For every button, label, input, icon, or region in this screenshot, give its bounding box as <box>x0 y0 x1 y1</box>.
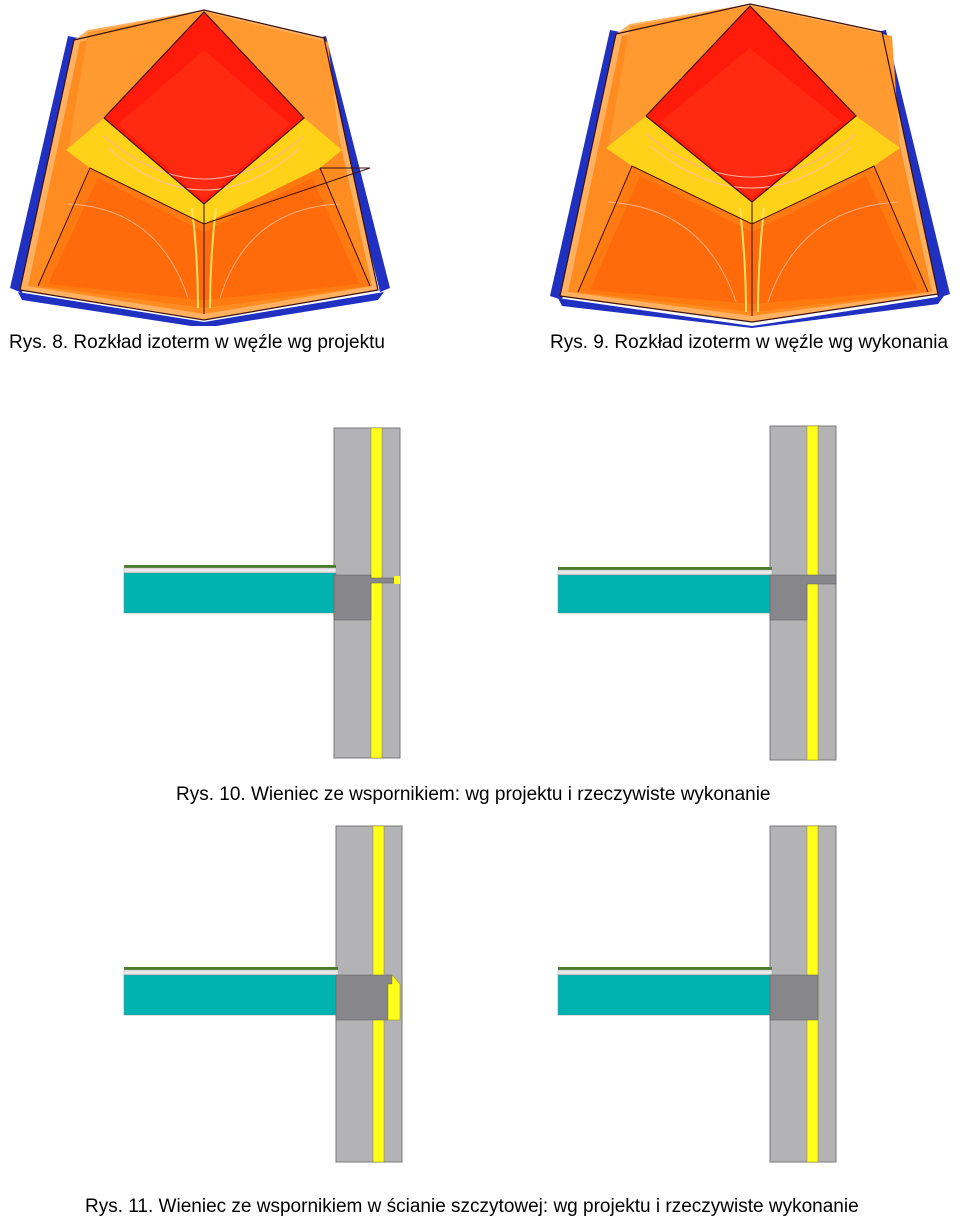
isotherm-corner-model <box>10 9 390 326</box>
ring-beam-bracket <box>769 574 837 621</box>
slab-finish-layer <box>124 565 336 568</box>
floor-slab <box>123 974 339 1016</box>
figure-10-caption: Rys. 10. Wieniec ze wspornikiem: wg proj… <box>176 784 771 805</box>
floor-slab <box>557 974 773 1016</box>
floor-slab <box>557 574 773 614</box>
figure-11-caption: Rys. 11. Wieniec ze wspornikiem w ściani… <box>85 1196 859 1217</box>
gable-wall-ring-beam-design <box>123 825 403 1163</box>
figure-8-caption: Rys. 8. Rozkład izoterm w węźle wg proje… <box>9 332 385 353</box>
figure-9-caption: Rys. 9. Rozkład izoterm w węźle wg wykon… <box>550 332 949 353</box>
slab-finish-layer <box>558 967 772 970</box>
ring-beam-bracket <box>335 974 393 1021</box>
isotherm-figure-design <box>10 9 390 326</box>
gable-wall-ring-beam-as-built <box>557 825 837 1163</box>
ring-beam-bracket-design <box>123 427 401 759</box>
insulation-layer <box>370 427 383 759</box>
slab-finish-layer <box>558 567 772 570</box>
ring-beam-bracket-as-built <box>557 425 837 761</box>
isotherm-figure-as-built <box>550 3 950 328</box>
insulation-layer <box>806 425 819 761</box>
ring-beam-bracket <box>769 974 819 1021</box>
floor-slab <box>123 572 337 614</box>
isotherm-corner-model <box>550 3 950 328</box>
slab-finish-layer <box>124 967 338 970</box>
